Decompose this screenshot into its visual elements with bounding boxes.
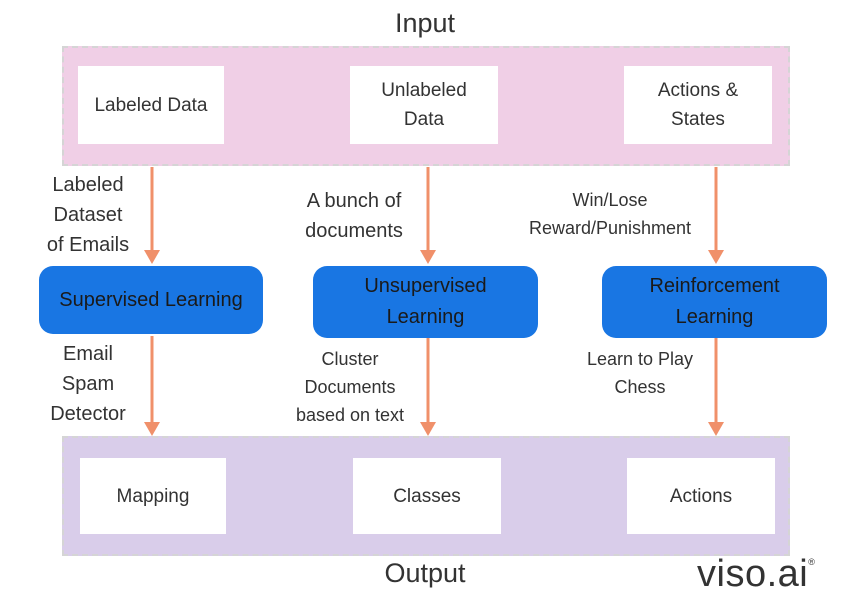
method-reinforcement-learning: Reinforcement Learning [602,266,827,338]
arrowhead-supervised [144,250,160,264]
output-title: Output [384,558,466,588]
output-box-actions: Actions [627,458,775,534]
output-box-mapping: Mapping [80,458,226,534]
arrowhead-output-mapping [144,422,160,436]
arrowhead-output-actions [708,422,724,436]
input-box-actions-states: Actions & States [624,66,772,144]
arrowhead-output-classes [420,422,436,436]
input-box-labeled-data: Labeled Data [78,66,224,144]
input-box-unlabeled-data: Unlabeled Data [350,66,498,144]
label-bunch-of-documents: A bunch of documents [305,190,403,242]
arrowhead-unsupervised [420,250,436,264]
arrowhead-reinforcement [708,250,724,264]
label-win-lose-reward: Win/Lose Reward/Punishment [528,190,692,238]
viso-ai-logo: viso.ai® [697,553,815,596]
label-cluster-documents: Cluster Documents based on text [295,349,405,425]
logo-registered-mark: ® [808,557,816,567]
output-box-classes: Classes [353,458,501,534]
method-unsupervised-learning: Unsupervised Learning [313,266,538,338]
label-email-spam-detector: Email Spam Detector [50,343,126,425]
label-labeled-dataset: Labeled Dataset of Emails [46,174,130,256]
input-title: Input [394,8,456,38]
logo-text: viso.ai [697,553,809,595]
label-learn-to-play-chess: Learn to Play Chess [586,349,694,397]
method-supervised-learning: Supervised Learning [39,266,263,334]
